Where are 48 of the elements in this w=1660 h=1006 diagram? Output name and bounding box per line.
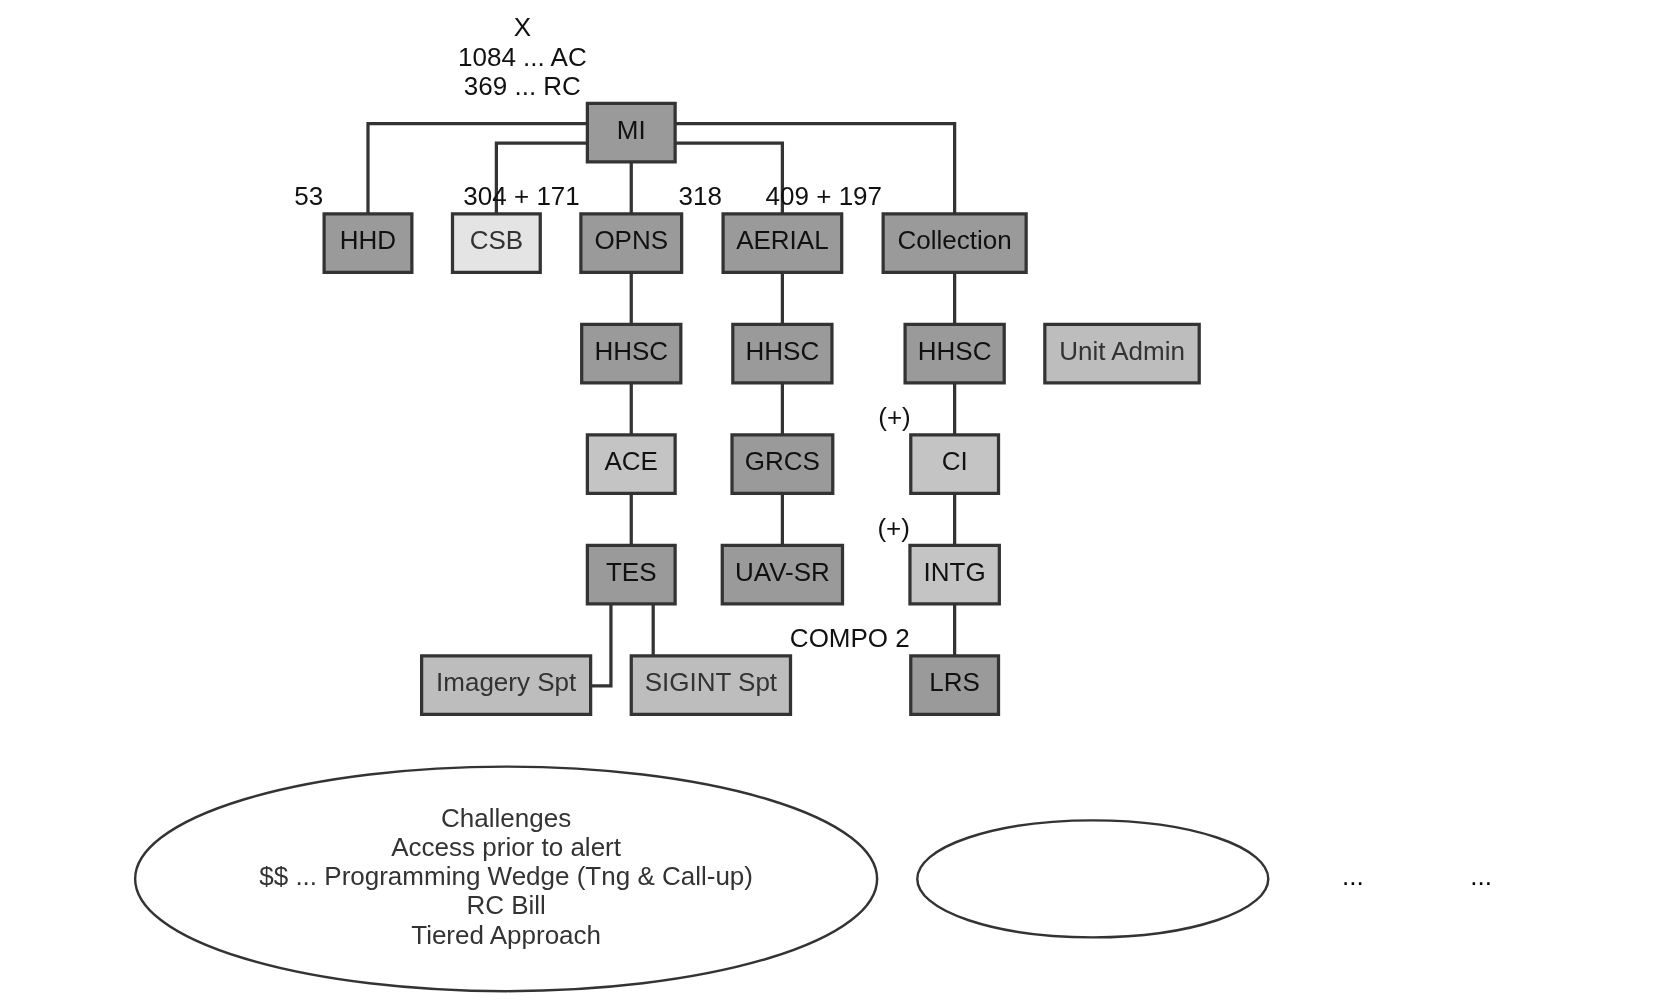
- node-label: 53: [294, 180, 324, 211]
- node-box: HHSC: [903, 322, 1006, 384]
- node-label: (+): [877, 512, 910, 543]
- node-label: 369 ... RC: [463, 70, 581, 101]
- node-box: HHD: [322, 211, 414, 274]
- node-label: X: [513, 11, 532, 42]
- connector: [780, 493, 784, 545]
- node-box: CSB: [450, 211, 542, 274]
- label: ...: [1470, 860, 1492, 891]
- connector: [953, 493, 957, 545]
- connector: [366, 121, 588, 213]
- node-box: LRS: [909, 653, 1001, 716]
- node-box: MI: [585, 101, 677, 163]
- connector: [780, 272, 784, 324]
- node-ellipse: Challenges Access prior to alert $$ ... Programming Wedge (Tng & Call-up) RC Bill Tiered Approach: [133, 764, 879, 992]
- node-box: INTG: [908, 543, 1001, 605]
- node-box: Imagery Spt: [420, 653, 593, 716]
- connector: [629, 382, 633, 434]
- node-box: Collection: [881, 211, 1028, 274]
- node-box: TES: [585, 543, 677, 605]
- connector: [675, 141, 784, 214]
- node-box: GRCS: [730, 432, 835, 495]
- node-label: (+): [878, 401, 911, 432]
- connector: [494, 141, 588, 214]
- connector: [953, 382, 957, 434]
- connector: [651, 603, 655, 655]
- connector: [953, 272, 957, 324]
- connector: [675, 121, 957, 213]
- node-box: AERIAL: [721, 211, 844, 274]
- node-box: OPNS: [579, 211, 684, 274]
- node-label: 318: [678, 180, 723, 211]
- node-label: 1084 ... AC: [458, 41, 587, 72]
- label: ...: [1341, 860, 1364, 891]
- node-cloud: [916, 818, 1270, 939]
- connector: [629, 493, 633, 545]
- connector: [953, 603, 957, 655]
- node-box: CI: [909, 432, 1001, 495]
- node-box: UAV-SR: [720, 543, 845, 605]
- connector: [629, 272, 633, 324]
- node-box: ACE: [585, 432, 677, 495]
- connector: [780, 382, 784, 434]
- connector: [629, 161, 633, 213]
- node-box: SIGINT Spt: [629, 653, 793, 716]
- node-box: HHSC: [731, 322, 834, 384]
- connector: [590, 603, 613, 688]
- node-box: HHSC: [580, 322, 683, 384]
- node-label: COMPO 2: [789, 622, 910, 653]
- node-box: Unit Admin: [1043, 322, 1201, 384]
